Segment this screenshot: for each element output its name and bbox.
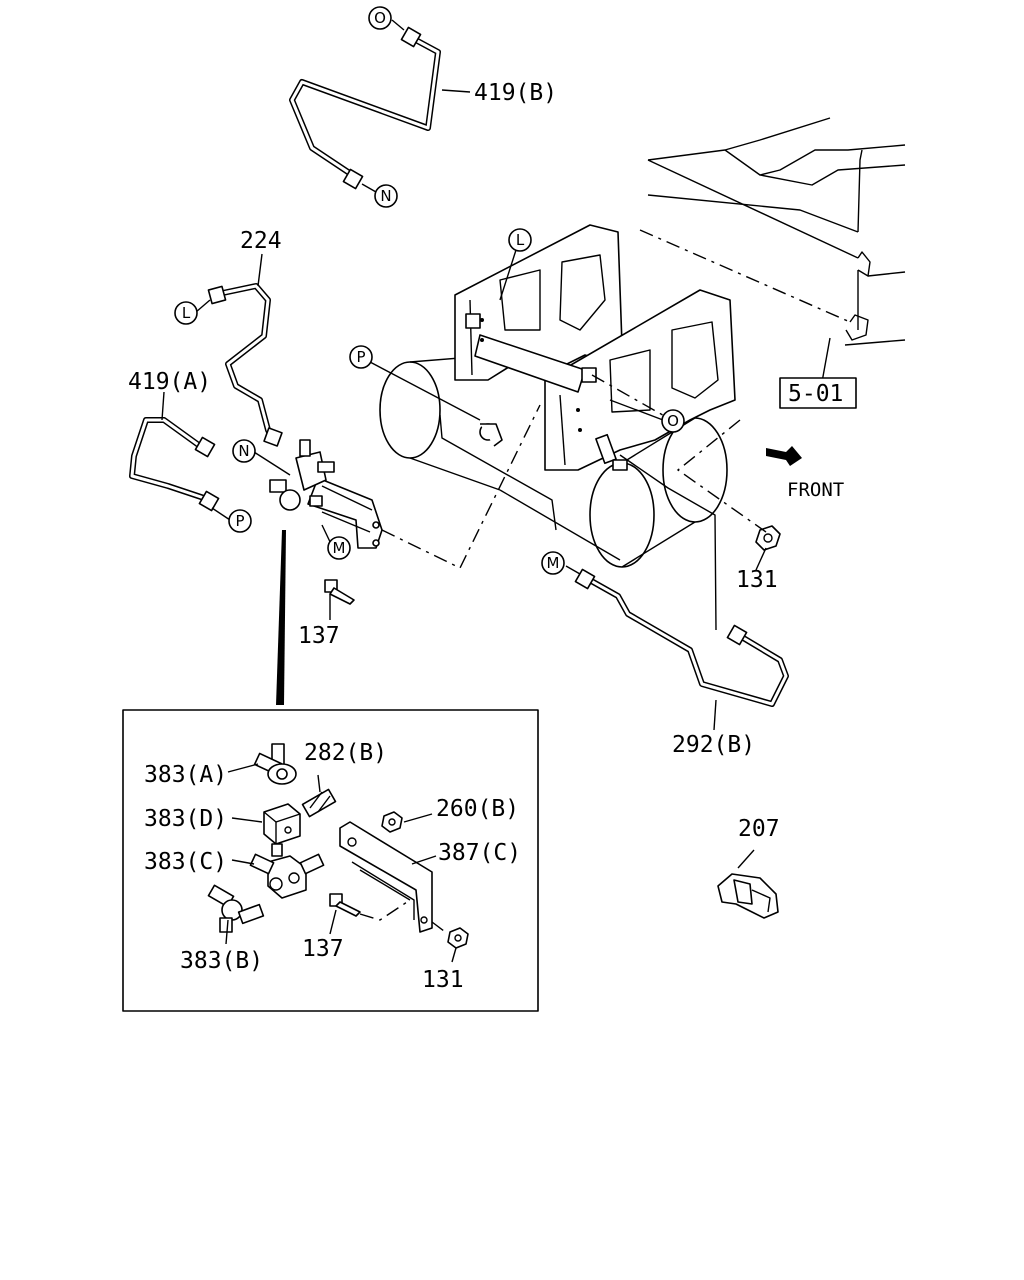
callout-m-mid: M bbox=[327, 536, 351, 560]
callout-o-frame: O bbox=[661, 409, 685, 433]
frame-rail bbox=[639, 117, 906, 346]
label-224: 224 bbox=[240, 228, 282, 254]
callout-l-frame: L bbox=[508, 228, 532, 252]
svg-text:P: P bbox=[356, 348, 365, 366]
svg-text:N: N bbox=[238, 442, 249, 460]
bolt-137 bbox=[324, 579, 355, 605]
svg-text:5-01: 5-01 bbox=[788, 381, 843, 407]
label-419a: 419(A) bbox=[128, 369, 211, 395]
assembly-lines bbox=[381, 374, 767, 569]
label-383d: 383(D) bbox=[144, 806, 227, 832]
callout-p-left: P bbox=[228, 509, 252, 533]
svg-text:O: O bbox=[374, 9, 386, 27]
svg-text:M: M bbox=[547, 554, 560, 572]
label-383b: 383(B) bbox=[180, 948, 263, 974]
nut-260b bbox=[381, 811, 403, 833]
callout-l-left: L bbox=[174, 301, 198, 325]
tee-383a bbox=[253, 743, 297, 785]
label-207: 207 bbox=[738, 816, 780, 842]
front-label: FRONT bbox=[787, 479, 844, 501]
label-131-main: 131 bbox=[736, 567, 778, 593]
callout-m-right: M bbox=[541, 551, 565, 575]
label-292b: 292(B) bbox=[672, 732, 755, 758]
bracket-387c bbox=[339, 821, 433, 933]
svg-text:P: P bbox=[235, 512, 244, 530]
front-arrow-icon bbox=[766, 446, 802, 466]
label-387c: 387(C) bbox=[438, 840, 521, 866]
label-419b: 419(B) bbox=[474, 80, 557, 106]
svg-text:N: N bbox=[380, 187, 391, 205]
label-383a: 383(A) bbox=[144, 762, 227, 788]
label-383c: 383(C) bbox=[144, 849, 227, 875]
callout-p-frame: P bbox=[349, 345, 373, 369]
nut-131 bbox=[755, 525, 781, 551]
nut-131-inset bbox=[431, 921, 469, 949]
callout-o-top: O bbox=[368, 6, 392, 30]
svg-text:M: M bbox=[333, 539, 346, 557]
callout-n-mid: N bbox=[232, 439, 256, 463]
cross-383c bbox=[249, 853, 325, 899]
label-260b: 260(B) bbox=[436, 796, 519, 822]
pipe-419b bbox=[289, 26, 441, 190]
callout-n-top: N bbox=[374, 184, 398, 208]
air-tank-assembly bbox=[379, 224, 736, 631]
inset-detail bbox=[122, 709, 539, 1012]
svg-text:L: L bbox=[516, 231, 525, 249]
pipe-419a bbox=[129, 417, 220, 512]
clip-207 bbox=[717, 849, 779, 919]
pipe-292b bbox=[574, 568, 789, 707]
leader-lines bbox=[161, 19, 831, 731]
label-131-inset: 131 bbox=[422, 967, 464, 993]
label-282b: 282(B) bbox=[304, 740, 387, 766]
valve-manifold bbox=[269, 439, 383, 549]
reference-box-5-01: 5-01 bbox=[779, 377, 857, 409]
bolt-137-inset bbox=[329, 893, 411, 921]
label-137-main: 137 bbox=[298, 623, 340, 649]
detail-arrow bbox=[276, 530, 286, 705]
connector-282b bbox=[301, 788, 337, 818]
svg-text:L: L bbox=[182, 304, 191, 322]
label-137-inset: 137 bbox=[302, 936, 344, 962]
block-383d bbox=[263, 803, 301, 857]
svg-text:O: O bbox=[667, 412, 679, 430]
pipe-224 bbox=[207, 283, 283, 447]
y-fitting-383b bbox=[207, 884, 265, 933]
